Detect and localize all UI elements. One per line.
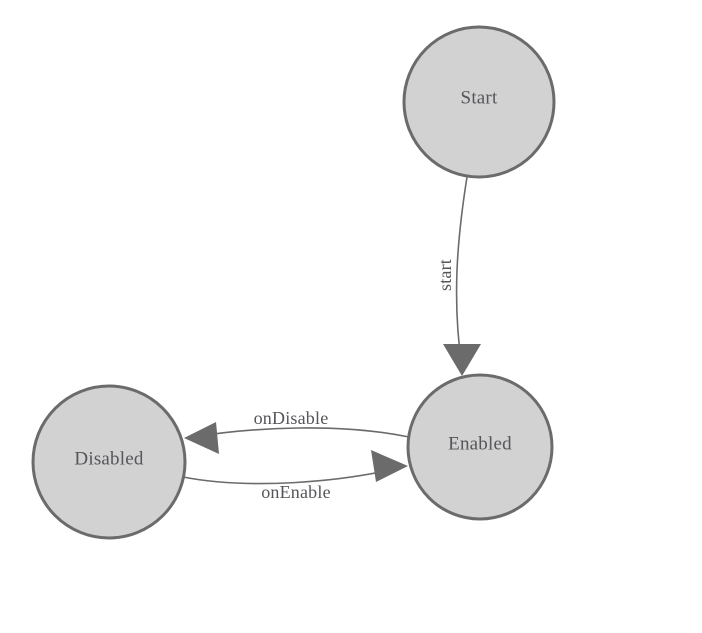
arrowhead-icon-enabled-to-disabled <box>184 422 219 454</box>
node-disabled[interactable]: Disabled <box>31 384 187 540</box>
node-label-start: Start <box>461 87 498 108</box>
node-shape-disabled <box>31 384 187 540</box>
arrowhead-icon-start-to-enabled <box>443 344 481 376</box>
node-shape-enabled <box>406 373 554 521</box>
node-label-enabled: Enabled <box>448 433 512 454</box>
edge-path-enabled-to-disabled <box>192 427 410 438</box>
arrowhead-icon-disabled-to-enabled <box>371 450 408 482</box>
edge-start-to-enabled[interactable]: start <box>435 176 481 376</box>
edge-label-onenable: onEnable <box>261 482 331 502</box>
edge-path-start-to-enabled <box>455 176 468 369</box>
edge-label-start: start <box>435 259 455 291</box>
node-shape-start <box>402 25 556 179</box>
edge-enabled-to-disabled[interactable]: onDisable <box>184 408 410 454</box>
edge-label-ondisable: onDisable <box>254 408 329 428</box>
edge-disabled-to-enabled[interactable]: onEnable <box>182 450 408 502</box>
node-label-disabled: Disabled <box>74 448 143 469</box>
node-start[interactable]: Start <box>402 25 556 179</box>
node-enabled[interactable]: Enabled <box>406 373 554 521</box>
